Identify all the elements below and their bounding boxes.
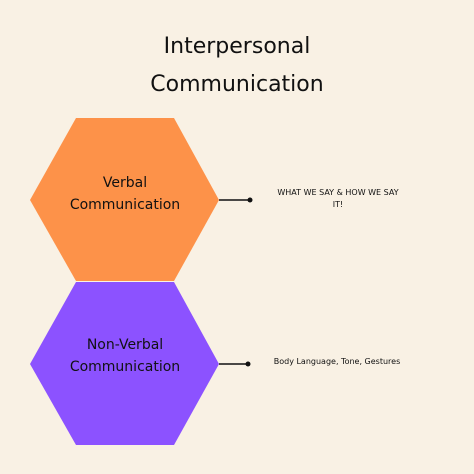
diagram-title-line-2: Communication [150,72,324,97]
verbal-hexagon [30,118,219,281]
verbal-label-line-2: Communication [69,197,181,213]
verbal-note-line-2: IT! [332,200,344,209]
nonverbal-note-line-1: Body Language, Tone, Gestures [273,357,401,366]
verbal-connector [219,197,253,203]
nonverbal-note: Body Language, Tone, Gestures [262,356,412,368]
nonverbal-label-line-1: Non-Verbal [86,337,164,353]
verbal-communication-label: Verbal Communication [30,172,220,216]
nonverbal-hexagon [30,282,219,445]
verbal-label-line-1: Verbal [102,175,148,191]
diagram-title-line-1: Interpersonal [163,34,311,59]
nonverbal-communication-label: Non-Verbal Communication [30,334,220,378]
verbal-connector-dot [247,197,253,203]
nonverbal-connector-dot [245,361,251,367]
verbal-note: WHAT WE SAY & HOW WE SAY IT! [258,187,418,211]
nonverbal-label-line-2: Communication [69,359,181,375]
verbal-note-line-1: WHAT WE SAY & HOW WE SAY [277,188,399,197]
nonverbal-connector [219,361,251,367]
